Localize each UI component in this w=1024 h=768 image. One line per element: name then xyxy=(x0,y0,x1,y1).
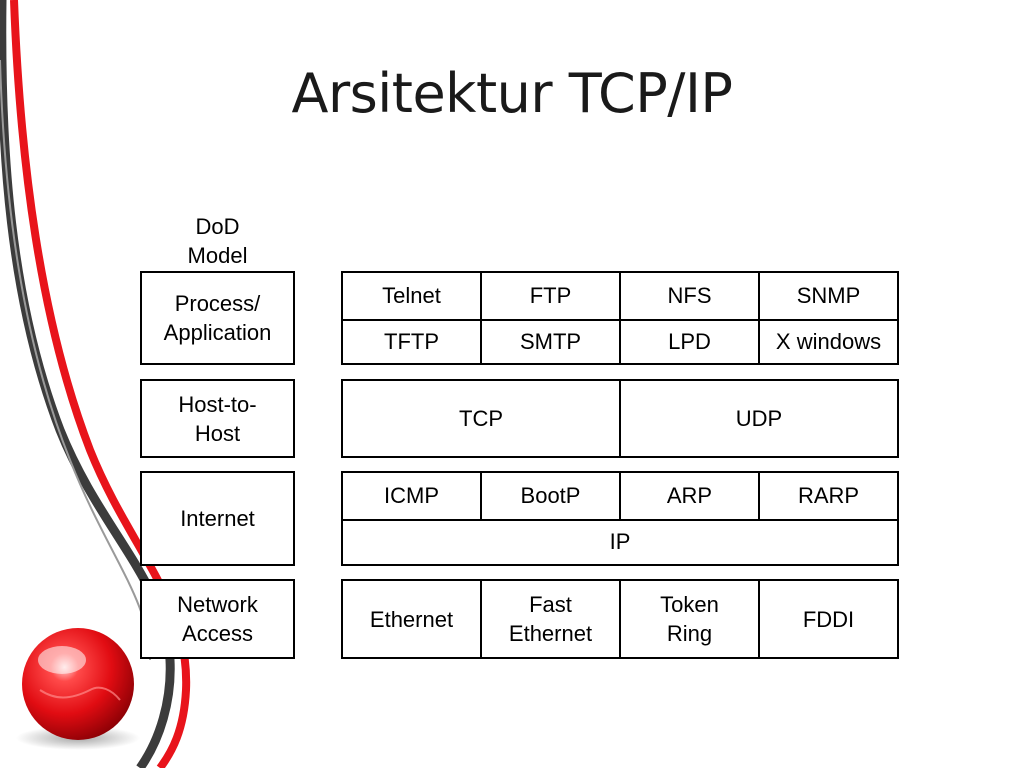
dod-layer-label: Internet xyxy=(180,506,255,531)
protocol-nfs: NFS xyxy=(619,273,758,319)
protocol-row: Ethernet Fast Ethernet Token Ring FDDI xyxy=(343,581,897,657)
protocol-token-ring: Token Ring xyxy=(619,581,758,657)
dod-layer-label: Application xyxy=(163,320,272,345)
dod-layer-host-to-host: Host-to- Host xyxy=(140,379,295,458)
protocol-label: Ethernet xyxy=(508,621,593,646)
protocol-tcp: TCP xyxy=(459,406,503,431)
dod-layer-process-application: Process/ Application xyxy=(140,271,295,365)
transport-protocols: TCP UDP xyxy=(341,379,899,458)
page-title: Arsitektur TCP/IP xyxy=(291,62,733,125)
protocol-x-windows: X windows xyxy=(758,321,897,363)
red-sphere-icon xyxy=(22,628,134,740)
protocol-row: TFTP SMTP LPD X windows xyxy=(343,319,897,363)
protocol-row: Telnet FTP NFS SNMP xyxy=(343,273,897,319)
protocol-tftp: TFTP xyxy=(384,329,439,354)
protocol-arp: ARP xyxy=(619,473,758,519)
protocol-rarp: RARP xyxy=(758,473,897,519)
protocol-bootp: BootP xyxy=(480,473,619,519)
protocol-fddi: FDDI xyxy=(758,581,897,657)
protocol-row: TCP UDP xyxy=(343,381,897,456)
dod-layer-internet: Internet xyxy=(140,471,295,566)
protocol-icmp: ICMP xyxy=(384,483,439,508)
dod-layer-network-access: Network Access xyxy=(140,579,295,659)
protocol-smtp: SMTP xyxy=(480,321,619,363)
dod-heading-line2: Model xyxy=(187,243,248,268)
dod-layer-label: Host xyxy=(194,420,241,446)
protocol-ftp: FTP xyxy=(480,273,619,319)
protocol-ethernet: Ethernet xyxy=(343,581,480,657)
protocol-label: Fast xyxy=(529,592,572,617)
protocol-fast-ethernet: Fast Ethernet xyxy=(480,581,619,657)
protocol-label: Token xyxy=(660,592,719,617)
dod-layer-label: Host-to- xyxy=(178,391,257,417)
protocol-label: Ring xyxy=(666,621,713,646)
protocol-label: Ethernet xyxy=(369,606,454,632)
dod-layer-label: Network xyxy=(177,592,258,617)
protocol-ip: IP xyxy=(609,529,631,554)
protocol-row: IP xyxy=(343,519,897,564)
protocol-row: ICMP BootP ARP RARP xyxy=(343,473,897,519)
internet-protocols: ICMP BootP ARP RARP IP xyxy=(341,471,899,566)
dod-heading-line1: DoD xyxy=(195,214,240,239)
application-protocols: Telnet FTP NFS SNMP TFTP SMTP LPD X wind… xyxy=(341,271,899,365)
network-access-protocols: Ethernet Fast Ethernet Token Ring FDDI xyxy=(341,579,899,659)
protocol-label: FDDI xyxy=(802,606,855,632)
protocol-lpd: LPD xyxy=(619,321,758,363)
protocol-snmp: SNMP xyxy=(758,273,897,319)
dod-layer-label: Process/ xyxy=(174,291,261,316)
dod-layer-label: Access xyxy=(182,621,253,646)
protocol-udp: UDP xyxy=(619,381,897,456)
protocol-telnet: Telnet xyxy=(382,283,441,308)
decorative-ribbon-icon xyxy=(0,0,191,768)
dod-model-heading: DoD Model xyxy=(140,212,295,270)
